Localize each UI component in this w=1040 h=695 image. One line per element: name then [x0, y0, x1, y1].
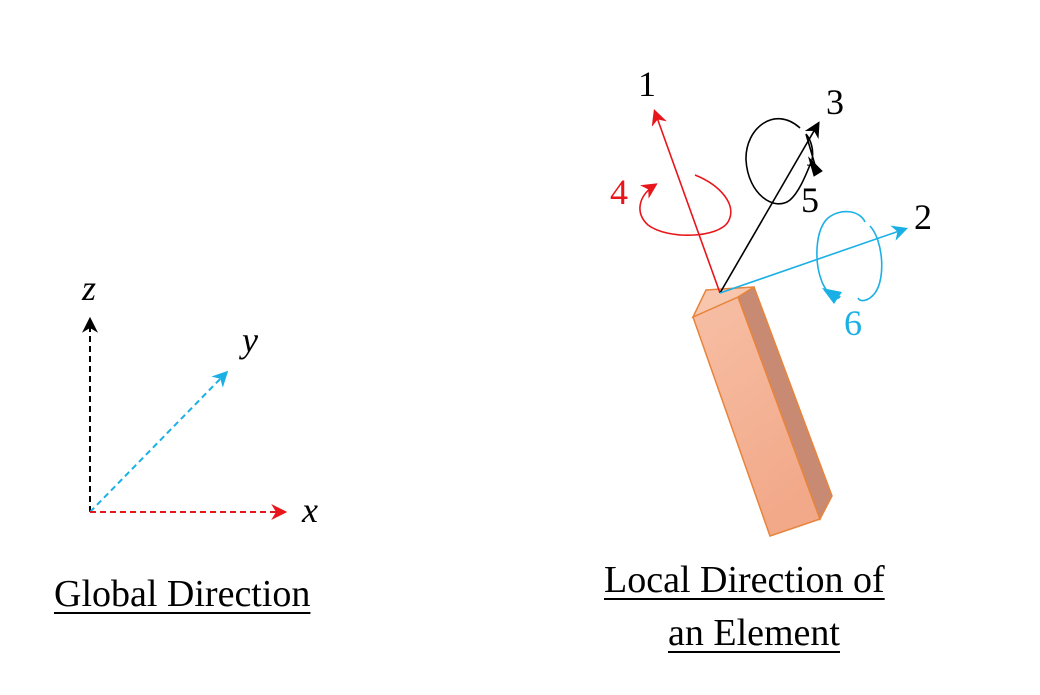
local-direction-caption-line2: an Element — [668, 612, 840, 654]
rotation-5-label: 5 — [801, 180, 819, 220]
local-axis-1 — [651, 108, 721, 294]
local-axis-2-label: 2 — [914, 197, 932, 237]
global-direction-caption: Global Direction — [54, 573, 311, 615]
global-y-label: y — [239, 320, 258, 360]
global-axes: z y x — [81, 268, 318, 530]
rotation-6-arrowhead — [822, 288, 842, 304]
global-x-label: x — [301, 490, 318, 530]
global-z-label: z — [81, 268, 96, 308]
rotation-5-arrow — [745, 117, 816, 205]
local-axis-3-label: 3 — [826, 82, 844, 122]
element-top-face — [691, 286, 755, 319]
local-axes: 1 3 2 4 5 6 — [610, 64, 932, 343]
local-direction-caption-line1: Local Direction of — [604, 559, 885, 601]
local-axis-2 — [719, 225, 909, 294]
rotation-6-label: 6 — [844, 303, 862, 343]
local-axis-1-label: 1 — [638, 64, 656, 104]
local-axis-3 — [719, 121, 820, 294]
element-bar — [691, 285, 833, 537]
rotation-4-label: 4 — [610, 172, 628, 212]
rotation-5-arrowhead — [806, 156, 823, 177]
rotation-4-arrow — [639, 174, 732, 236]
global-y-axis — [89, 370, 229, 513]
